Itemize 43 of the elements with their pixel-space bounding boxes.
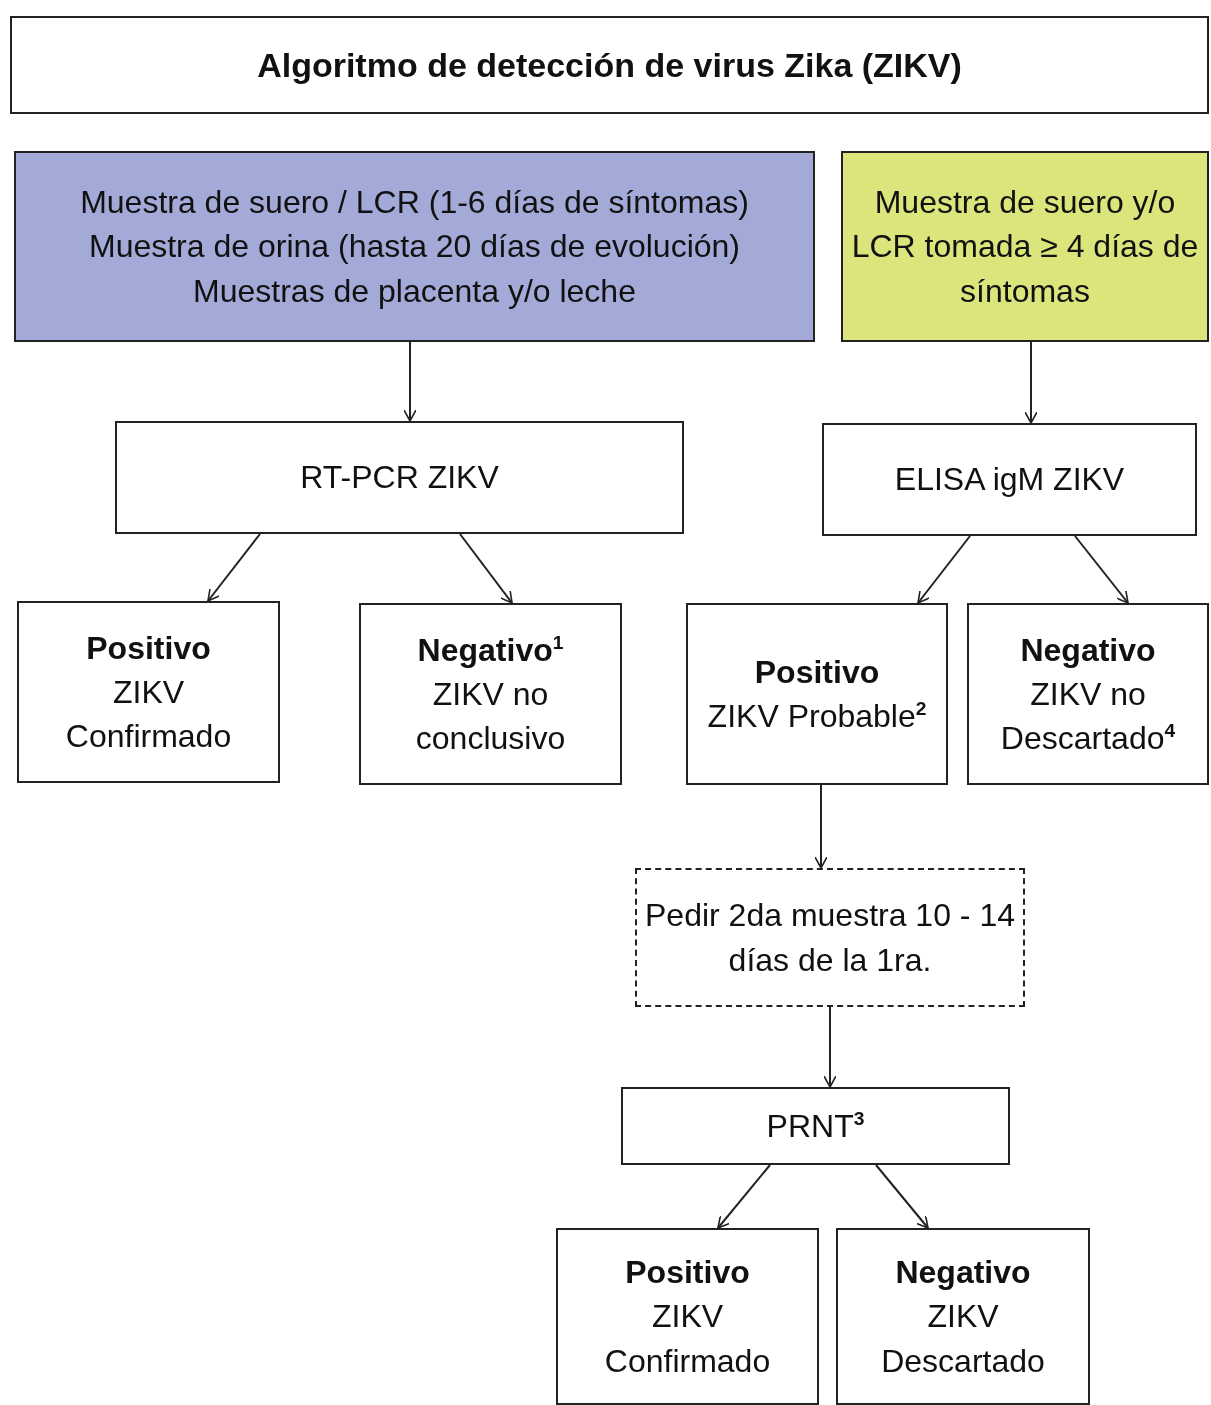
result-box xyxy=(836,1228,1090,1405)
result-heading: Positivo xyxy=(754,652,880,692)
box-text: ZIKV Confirmado xyxy=(603,1297,772,1381)
arrow xyxy=(1074,535,1129,604)
test-box xyxy=(822,423,1197,536)
box-text: Muestras de placenta y/o leche xyxy=(193,271,636,311)
box-text: ZIKV Confirmado xyxy=(64,672,233,757)
sample-box xyxy=(841,151,1209,342)
result-box xyxy=(359,603,622,785)
result-heading: Negativo$^{1}$ xyxy=(417,630,564,670)
box-text: ZIKV no Descartado$^{4}$ xyxy=(999,674,1177,759)
arrow xyxy=(823,1006,837,1088)
box-text: ZIKV Probable$^{2}$ xyxy=(707,697,927,736)
box-text: PRNT$^{3}$ xyxy=(766,1106,865,1146)
title-box: Algoritmo de detección de virus Zika (ZIKV) xyxy=(10,16,1209,114)
arrow xyxy=(207,533,261,602)
test-box xyxy=(621,1087,1010,1165)
arrow xyxy=(459,533,513,604)
box-text: ZIKV no conclusivo xyxy=(414,674,567,759)
box-text: Pedir 2da muestra 10 - 14 días de la 1ra. xyxy=(645,896,1015,980)
result-box xyxy=(556,1228,819,1405)
box-text: ELISA igM ZIKV xyxy=(894,460,1125,500)
arrow xyxy=(1024,341,1038,424)
test-box xyxy=(115,421,684,534)
box-text: Muestra de orina (hasta 20 días de evolución) xyxy=(88,227,740,267)
arrow xyxy=(717,1164,771,1229)
arrow xyxy=(814,784,828,869)
arrow xyxy=(875,1164,929,1229)
box-text: Muestra de suero y/o LCR tomada ≥ 4 días de síntomas xyxy=(851,183,1199,311)
arrow xyxy=(917,535,971,604)
result-heading: Positivo xyxy=(86,628,211,668)
result-box xyxy=(17,601,280,783)
arrow xyxy=(403,341,417,422)
box-text: Muestra de suero / LCR (1-6 días de síntomas) xyxy=(80,183,749,223)
result-heading: Negativo xyxy=(895,1253,1031,1293)
result-box xyxy=(686,603,948,785)
result-box xyxy=(967,603,1209,785)
dashed-process-box xyxy=(635,868,1025,1007)
box-text: RT-PCR ZIKV xyxy=(300,458,499,498)
result-heading: Positivo xyxy=(625,1253,750,1293)
sample-box xyxy=(14,151,815,342)
box-text: ZIKV Descartado xyxy=(880,1297,1046,1381)
result-heading: Negativo xyxy=(1020,630,1156,670)
